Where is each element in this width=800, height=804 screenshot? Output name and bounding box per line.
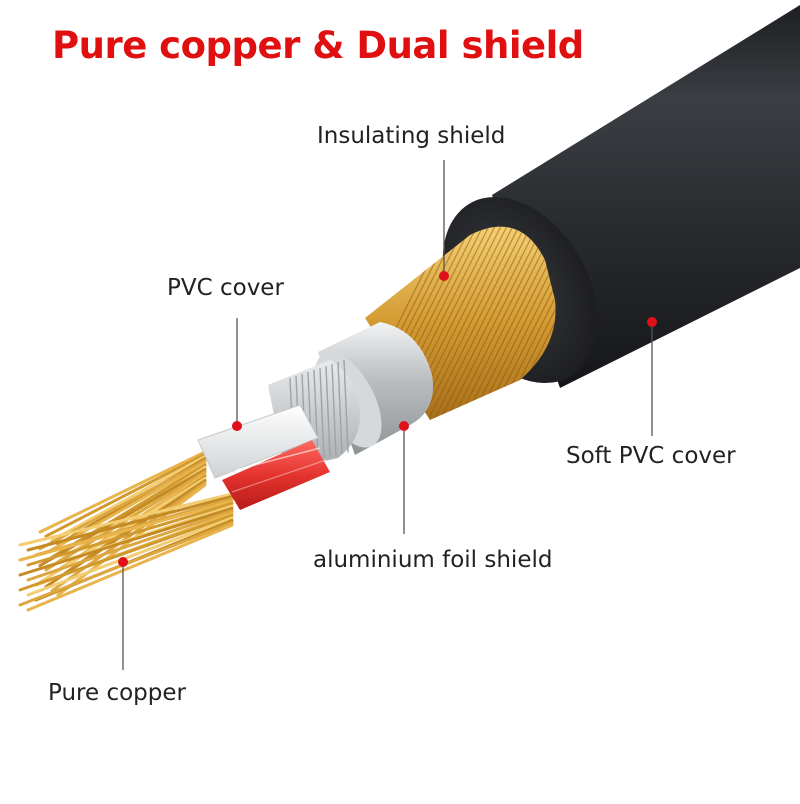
marker-dot-copper bbox=[118, 557, 128, 567]
marker-dot-foil bbox=[399, 421, 409, 431]
callout-lines bbox=[122, 160, 653, 670]
marker-dot-soft bbox=[647, 317, 657, 327]
label-insulating-shield: Insulating shield bbox=[317, 123, 506, 149]
label-soft-pvc-cover: Soft PVC cover bbox=[566, 443, 736, 469]
white-pvc-cover bbox=[197, 404, 319, 479]
marker-dot-insulating bbox=[439, 271, 449, 281]
label-pure-copper: Pure copper bbox=[48, 680, 186, 706]
red-insulation bbox=[222, 440, 330, 510]
label-pvc-cover: PVC cover bbox=[167, 275, 284, 301]
markers bbox=[118, 271, 657, 567]
page-title: Pure copper & Dual shield bbox=[52, 24, 584, 67]
copper-strands bbox=[18, 450, 234, 612]
marker-dot-pvc bbox=[232, 421, 242, 431]
label-aluminium-foil-shield: aluminium foil shield bbox=[313, 547, 553, 573]
